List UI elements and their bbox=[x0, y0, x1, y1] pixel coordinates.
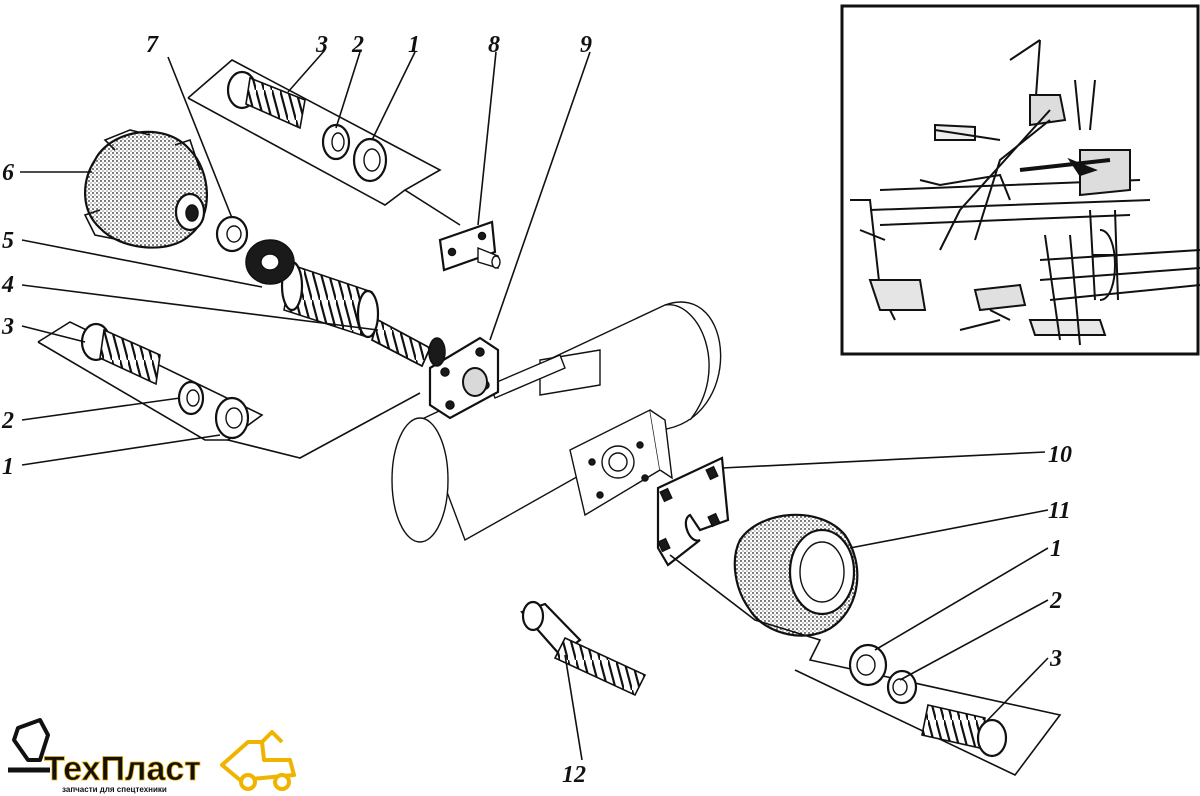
callout-11: 11 bbox=[1048, 498, 1071, 524]
callout-4: 4 bbox=[1, 272, 14, 298]
washer-7 bbox=[215, 215, 249, 253]
fastener-group-left bbox=[37, 321, 421, 459]
flange-plate-9 bbox=[428, 336, 500, 420]
callout-labels: 7 3 2 1 8 9 6 5 4 3 2 1 10 11 1 2 3 12 bbox=[1, 32, 1072, 788]
fastener-group-right bbox=[669, 554, 1062, 777]
lock-washer-2-left bbox=[177, 380, 205, 416]
lock-washer-2-right bbox=[886, 669, 918, 705]
callout-1-top: 1 bbox=[408, 32, 420, 58]
screw-12 bbox=[520, 600, 647, 697]
callout-9: 9 bbox=[580, 32, 592, 58]
callout-10: 10 bbox=[1048, 442, 1072, 468]
callout-8: 8 bbox=[488, 32, 500, 58]
flat-washer-1-top bbox=[352, 137, 388, 183]
valve-body-cylinder bbox=[391, 301, 722, 543]
callout-2-left: 2 bbox=[1, 408, 14, 434]
techplast-logo: ТехПласт запчасти для спецтехники bbox=[8, 718, 296, 794]
excavator-icon bbox=[8, 718, 50, 773]
callout-1-right: 1 bbox=[1050, 536, 1062, 562]
star-knob-11 bbox=[733, 513, 859, 637]
lock-washer-2-top bbox=[321, 123, 351, 161]
callout-2-top: 2 bbox=[351, 32, 364, 58]
loader-icon bbox=[220, 730, 296, 791]
spring-5 bbox=[280, 260, 380, 339]
adjusting-screw-4 bbox=[370, 318, 432, 368]
callout-1-left: 1 bbox=[2, 454, 14, 480]
bracket-8 bbox=[438, 220, 501, 272]
callout-3-left: 3 bbox=[1, 314, 14, 340]
assembly-inset bbox=[840, 4, 1200, 356]
bolt-3-right bbox=[921, 704, 1008, 758]
gasket-10 bbox=[656, 456, 730, 567]
star-knob-6 bbox=[83, 129, 209, 249]
callout-3-right: 3 bbox=[1049, 646, 1062, 672]
bolt-3-top bbox=[226, 70, 306, 130]
callout-3-top: 3 bbox=[315, 32, 328, 58]
callout-6: 6 bbox=[2, 160, 14, 186]
callout-5: 5 bbox=[2, 228, 14, 254]
logo-name: ТехПласт bbox=[44, 750, 201, 788]
fastener-group-top bbox=[187, 59, 501, 272]
linkage-assembly-sketch bbox=[850, 39, 1200, 346]
callout-2-right: 2 bbox=[1049, 588, 1062, 614]
callout-7: 7 bbox=[146, 32, 159, 58]
flat-washer-1-right bbox=[848, 643, 888, 687]
spring-cup-washer bbox=[245, 239, 295, 285]
callout-12: 12 bbox=[562, 762, 586, 788]
leader-lines bbox=[20, 49, 1049, 761]
flat-washer-1-left bbox=[214, 396, 250, 440]
logo-tagline: запчасти для спецтехники bbox=[62, 785, 167, 794]
